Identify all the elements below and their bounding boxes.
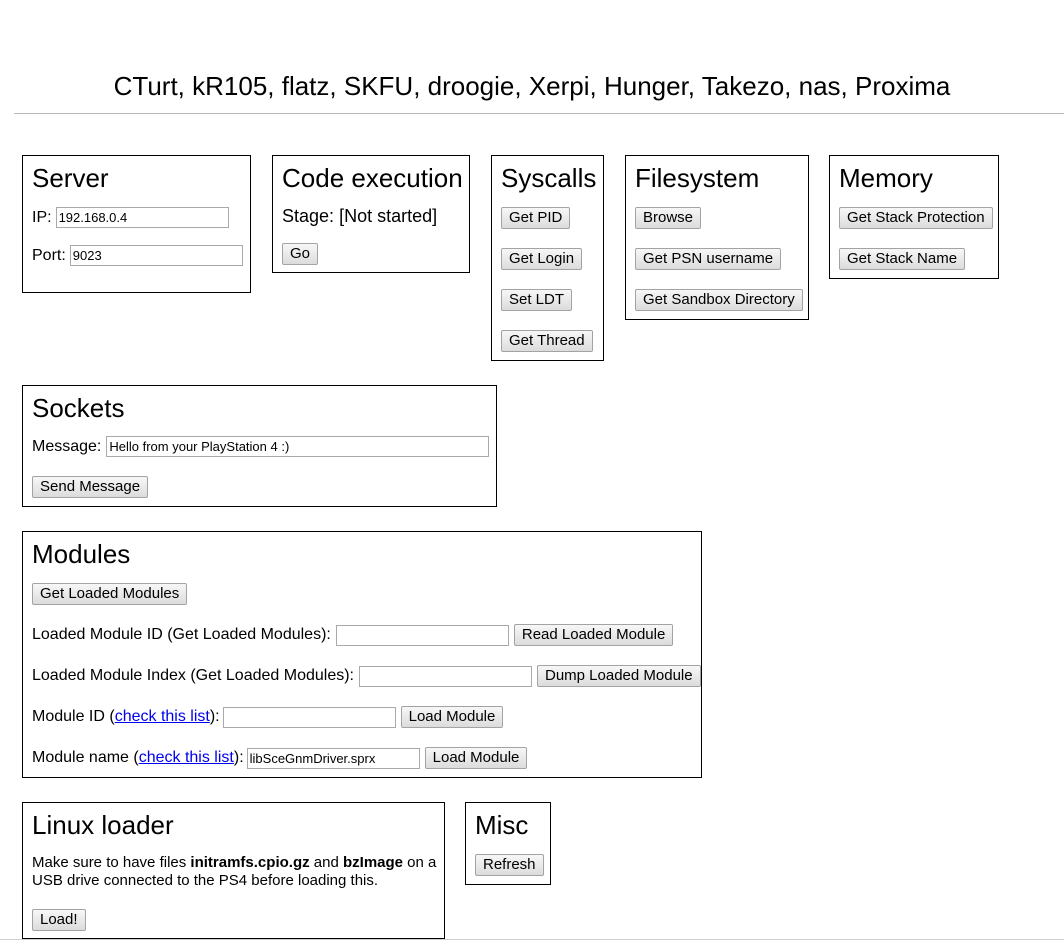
- set-ldt-button[interactable]: Set LDT: [501, 289, 573, 311]
- note-suffix: on a USB drive connected to the PS4 befo…: [32, 854, 437, 889]
- sockets-panel: Sockets Message: Send Message: [22, 385, 497, 507]
- module-name-label-suffix: ):: [233, 749, 244, 766]
- ip-input[interactable]: [55, 207, 229, 228]
- message-input[interactable]: [106, 436, 490, 457]
- message-label: Message:: [32, 437, 102, 455]
- syscalls-title: Syscalls: [501, 163, 597, 193]
- credits-heading: CTurt, kR105, flatz, SKFU, droogie, Xerp…: [113, 71, 951, 101]
- get-pid-button[interactable]: Get PID: [501, 207, 571, 229]
- misc-panel: Misc Refresh: [465, 802, 551, 885]
- port-input[interactable]: [69, 245, 243, 266]
- get-sandbox-directory-button[interactable]: Get Sandbox Directory: [635, 289, 803, 311]
- load-module-by-name-button[interactable]: Load Module: [424, 747, 528, 769]
- stage-label: Stage:: [282, 206, 335, 226]
- module-id-label-prefix: Module ID (: [32, 708, 115, 725]
- syscalls-panel: Syscalls Get PID Get Login Set LDT Get T…: [491, 155, 604, 361]
- loaded-module-index-label: Loaded Module Index (Get Loaded Modules)…: [32, 667, 354, 684]
- browse-button[interactable]: Browse: [635, 207, 702, 229]
- memory-panel: Memory Get Stack Protection Get Stack Na…: [829, 155, 999, 279]
- send-message-button[interactable]: Send Message: [32, 476, 149, 498]
- get-stack-name-button[interactable]: Get Stack Name: [839, 248, 966, 270]
- stage-status: [Not started]: [339, 206, 438, 226]
- read-loaded-module-button[interactable]: Read Loaded Module: [513, 624, 674, 646]
- module-name-input[interactable]: [246, 747, 420, 769]
- server-panel: Server IP: Port:: [22, 155, 251, 293]
- ip-label: IP:: [32, 208, 52, 226]
- initramfs-filename: initramfs.cpio.gz: [190, 854, 310, 871]
- sockets-title: Sockets: [32, 393, 125, 423]
- note-and: and: [309, 854, 343, 871]
- note-prefix: Make sure to have files: [32, 854, 191, 871]
- filesystem-panel: Filesystem Browse Get PSN username Get S…: [625, 155, 809, 320]
- module-id-list-link[interactable]: check this list: [114, 708, 210, 725]
- linux-loader-title: Linux loader: [32, 810, 174, 840]
- filesystem-title: Filesystem: [635, 163, 760, 193]
- loaded-module-index-input[interactable]: [359, 665, 532, 687]
- loaded-module-id-input[interactable]: [335, 624, 509, 646]
- linux-load-button[interactable]: Load!: [32, 909, 86, 931]
- code-execution-panel: Code execution Stage: [Not started] Go: [272, 155, 470, 273]
- linux-loader-instructions: Make sure to have files initramfs.cpio.g…: [32, 854, 442, 890]
- get-psn-username-button[interactable]: Get PSN username: [635, 248, 782, 270]
- get-login-button[interactable]: Get Login: [501, 248, 583, 270]
- linux-loader-panel: Linux loader Make sure to have files ini…: [22, 802, 445, 939]
- module-id-input[interactable]: [222, 706, 396, 728]
- get-thread-button[interactable]: Get Thread: [501, 330, 593, 352]
- server-title: Server: [32, 163, 109, 193]
- get-loaded-modules-button[interactable]: Get Loaded Modules: [32, 583, 188, 605]
- loaded-module-id-label: Loaded Module ID (Get Loaded Modules):: [32, 626, 331, 643]
- module-id-label-suffix: ):: [209, 708, 220, 725]
- header-divider: [14, 113, 1064, 114]
- bottom-divider: [0, 939, 1064, 940]
- memory-title: Memory: [839, 163, 933, 193]
- module-name-label-prefix: Module name (: [32, 749, 139, 766]
- modules-title: Modules: [32, 539, 131, 569]
- code-execution-title: Code execution: [282, 163, 463, 193]
- port-label: Port:: [32, 246, 66, 264]
- get-stack-protection-button[interactable]: Get Stack Protection: [839, 207, 993, 229]
- misc-title: Misc: [475, 810, 529, 840]
- modules-panel: Modules Get Loaded Modules Loaded Module…: [22, 531, 702, 778]
- bzimage-filename: bzImage: [342, 854, 403, 871]
- dump-loaded-module-button[interactable]: Dump Loaded Module: [537, 665, 701, 687]
- module-name-list-link[interactable]: check this list: [138, 749, 234, 766]
- go-button[interactable]: Go: [282, 243, 319, 265]
- load-module-by-id-button[interactable]: Load Module: [400, 706, 504, 728]
- refresh-button[interactable]: Refresh: [475, 854, 544, 876]
